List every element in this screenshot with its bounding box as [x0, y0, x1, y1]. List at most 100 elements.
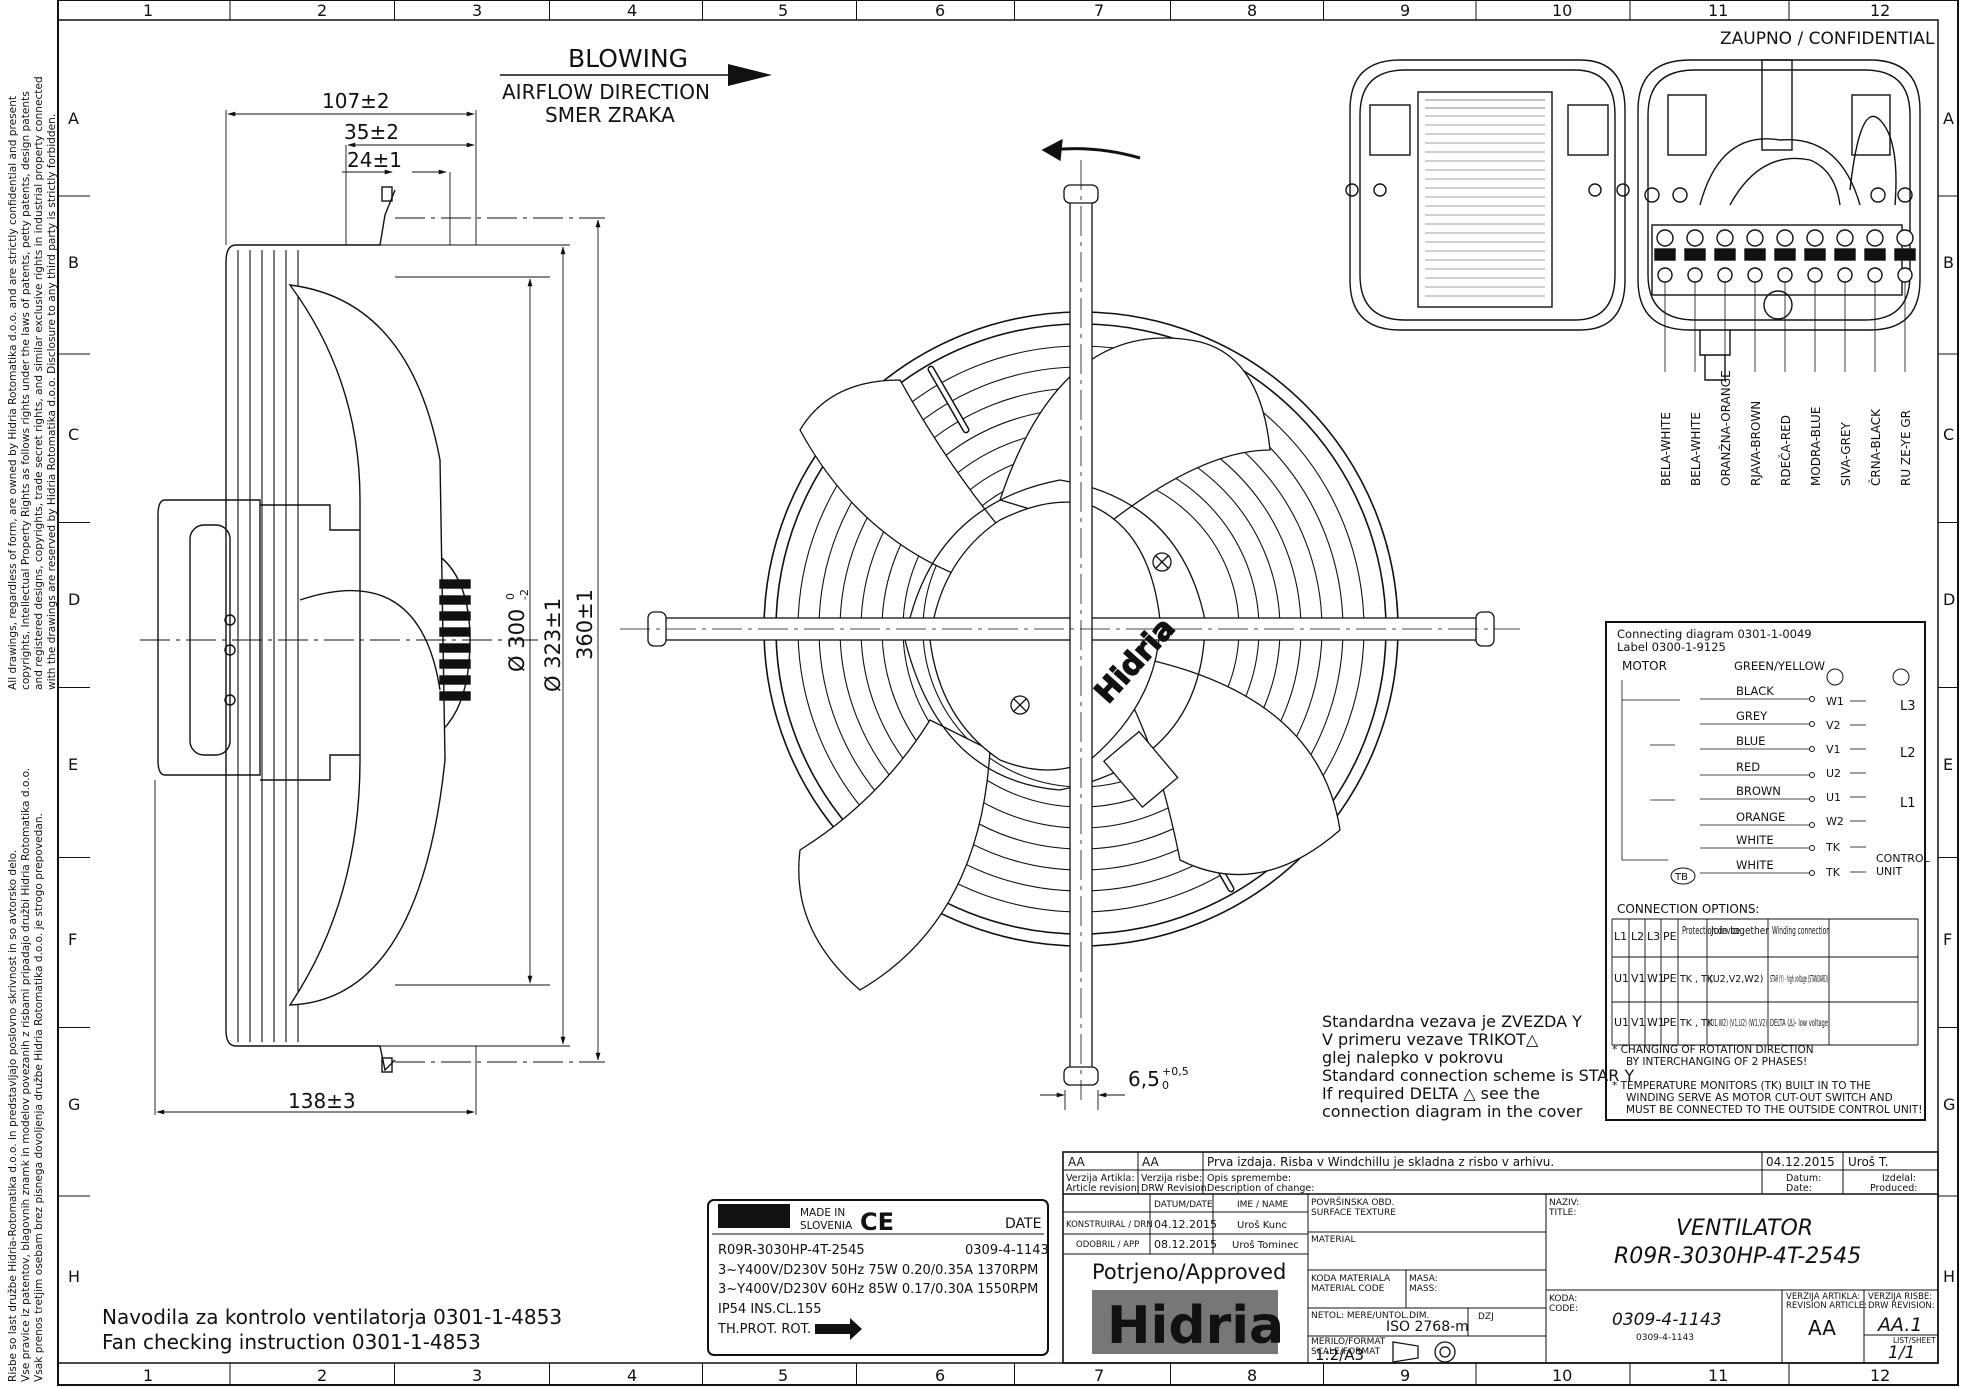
zone-column-label: 1: [143, 1, 153, 20]
fan-nameplate: Hidria MADE IN SLOVENIA CE DATE R09R-303…: [707, 1199, 1049, 1356]
svg-text:SCALE/FORMAT: SCALE/FORMAT: [1311, 1347, 1381, 1357]
table-cell: U1: [1614, 972, 1629, 985]
made-in: MADE IN: [800, 1207, 845, 1219]
hidria-logo: Hidria: [1107, 1296, 1284, 1356]
sheet-number: 1/1: [1888, 1343, 1915, 1363]
options-title: CONNECTION OPTIONS:: [1617, 902, 1759, 916]
wire-label: GREY: [1736, 709, 1768, 723]
diagram-title: Connecting diagram 0301-1-0049: [1617, 627, 1812, 641]
svg-text:ODOBRIL / APP: ODOBRIL / APP: [1076, 1240, 1139, 1250]
wire-label: RED: [1736, 760, 1760, 774]
zone-column-label: 2: [317, 1, 327, 20]
terminal-id: U2: [1826, 767, 1841, 780]
wire-color-label: ORANŽNA-ORANGE: [1718, 370, 1733, 486]
svg-text:Article revision:: Article revision:: [1066, 1183, 1140, 1194]
fan-side-view: [140, 110, 605, 1115]
title-block-text: AA AA Prva izdaja. Risba v Windchillu je…: [1066, 1155, 1936, 1364]
note-temp-1: * TEMPERATURE MONITORS (TK) BUILT IN TO …: [1612, 1080, 1871, 1092]
table-cell: V1: [1631, 1016, 1646, 1029]
zone-column-label: 1: [143, 1366, 153, 1385]
nameplate-logo: Hidria: [722, 1205, 790, 1229]
zone-column-label: 10: [1552, 1366, 1572, 1385]
std-note-line: Standard connection scheme is STAR Y: [1322, 1066, 1634, 1085]
table-cell: (U1,W2) (V1,U2) (W1,V2): [1709, 1018, 1767, 1029]
terminal-id: TK: [1825, 841, 1841, 854]
nameplate-model: R09R-3030HP-4T-2545: [718, 1243, 865, 1258]
std-note-line: Standardna vezava je ZVEZDA Y: [1322, 1012, 1582, 1031]
drawing-revision: AA.1: [1876, 1314, 1922, 1336]
zone-column-label: 10: [1552, 1, 1572, 20]
zone-row-label: F: [68, 930, 77, 949]
terminal-id: U1: [1826, 791, 1841, 804]
rev-author: Uroš T.: [1848, 1155, 1889, 1169]
zone-column-label: 6: [935, 1366, 945, 1385]
svg-text:Date:: Date:: [1786, 1183, 1812, 1194]
zone-row-label: H: [1943, 1267, 1955, 1286]
svg-text:08.12.2015: 08.12.2015: [1154, 1238, 1217, 1251]
line-l1: L1: [1900, 796, 1916, 811]
legal-notice-line: All drawings, regardless of form, are ow…: [7, 96, 19, 690]
fan-front-view: [620, 138, 1520, 1110]
zone-column-label: 8: [1247, 1366, 1257, 1385]
standard-connection-note: Standardna vezava je ZVEZDA Y V primeru …: [1322, 1012, 1634, 1121]
dim-138: 138±3: [288, 1089, 356, 1113]
dim-24: 24±1: [347, 148, 402, 172]
note-temp-2: WINDING SERVE AS MOTOR CUT-OUT SWITCH AN…: [1626, 1092, 1893, 1104]
wire-label: BLACK: [1736, 684, 1774, 698]
table-cell: STAR (Y) - high voltage (STANDARD): [1770, 974, 1828, 985]
svg-text:Uroš Kunc: Uroš Kunc: [1237, 1219, 1287, 1231]
table-header: PE: [1663, 930, 1677, 943]
projection-symbol-icon: [1392, 1341, 1456, 1363]
drawing-frame: [57, 0, 1959, 1386]
tolerance-standard: ISO 2768-m: [1386, 1319, 1469, 1335]
svg-text:SURFACE TEXTURE: SURFACE TEXTURE: [1311, 1208, 1396, 1218]
nameplate-line2: 3~Y400V/D230V 60Hz 85W 0.17/0.30A 1550RP…: [718, 1282, 1038, 1297]
table-header: Join together: [1710, 925, 1769, 937]
confidential-label: ZAUPNO / CONFIDENTIAL: [1720, 29, 1935, 49]
table-cell: V1: [1631, 972, 1646, 985]
svg-text:LIST/SHEET: LIST/SHEET: [1893, 1336, 1936, 1345]
nameplate-line1: 3~Y400V/D230V 50Hz 75W 0.20/0.35A 1370RP…: [718, 1263, 1038, 1278]
zone-row-label: H: [68, 1267, 80, 1286]
legal-notice-line: Risbe so last družbe Hidria-Rotomatika d…: [7, 850, 19, 1382]
zone-row-label: F: [1943, 930, 1952, 949]
svg-text:Verzija Artikla:: Verzija Artikla:: [1066, 1173, 1135, 1184]
svg-text:Datum:: Datum:: [1786, 1173, 1821, 1184]
terminal-box-cover: [1345, 59, 1630, 331]
svg-text:Description of change:: Description of change:: [1207, 1183, 1314, 1194]
wire-color-label: RJAVA-BROWN: [1749, 401, 1763, 486]
tb-label: TB: [1674, 872, 1688, 883]
terminal-id: V2: [1826, 719, 1841, 732]
svg-text:0309-4-1143: 0309-4-1143: [1636, 1333, 1694, 1343]
table-cell: (U2,V2,W2): [1709, 974, 1763, 985]
svg-text:DZJ: DZJ: [1478, 1312, 1494, 1322]
zone-row-label: G: [1943, 1095, 1955, 1114]
svg-text:04.12.2015: 04.12.2015: [1154, 1218, 1217, 1231]
dim-360: 360±1: [573, 589, 597, 660]
zone-row-label: A: [68, 109, 79, 128]
nameplate-logo-bg: [718, 1204, 790, 1228]
legal-notice-line: Vse pravice iz patentov, blagovnih znamk…: [20, 768, 32, 1382]
zone-column-label: 12: [1870, 1, 1890, 20]
zone-column-label: 2: [317, 1366, 327, 1385]
svg-text:POVRŠINSKA OBD.: POVRŠINSKA OBD.: [1311, 1196, 1394, 1208]
table-cell: PE: [1663, 972, 1677, 985]
diagram-label: Label 0300-1-9125: [1617, 640, 1726, 654]
wire-color-label: ČRNA-BLACK: [1868, 408, 1883, 486]
table-header: L2: [1631, 930, 1644, 943]
ce-mark: CE: [860, 1208, 894, 1236]
wire-label: GREEN/YELLOW: [1734, 659, 1825, 673]
dim-300: Ø 300: [505, 609, 529, 672]
note-rotation-1: * CHANGING OF ROTATION DIRECTION: [1612, 1044, 1814, 1056]
terminal-id: W1: [1826, 695, 1844, 708]
zone-column-label: 3: [472, 1, 482, 20]
svg-text:KONSTRUIRAL / DRN: KONSTRUIRAL / DRN: [1066, 1220, 1153, 1230]
zone-column-label: 5: [778, 1, 788, 20]
zone-row-label: B: [1943, 253, 1954, 272]
dim-300-tol-top: 0: [504, 593, 517, 600]
